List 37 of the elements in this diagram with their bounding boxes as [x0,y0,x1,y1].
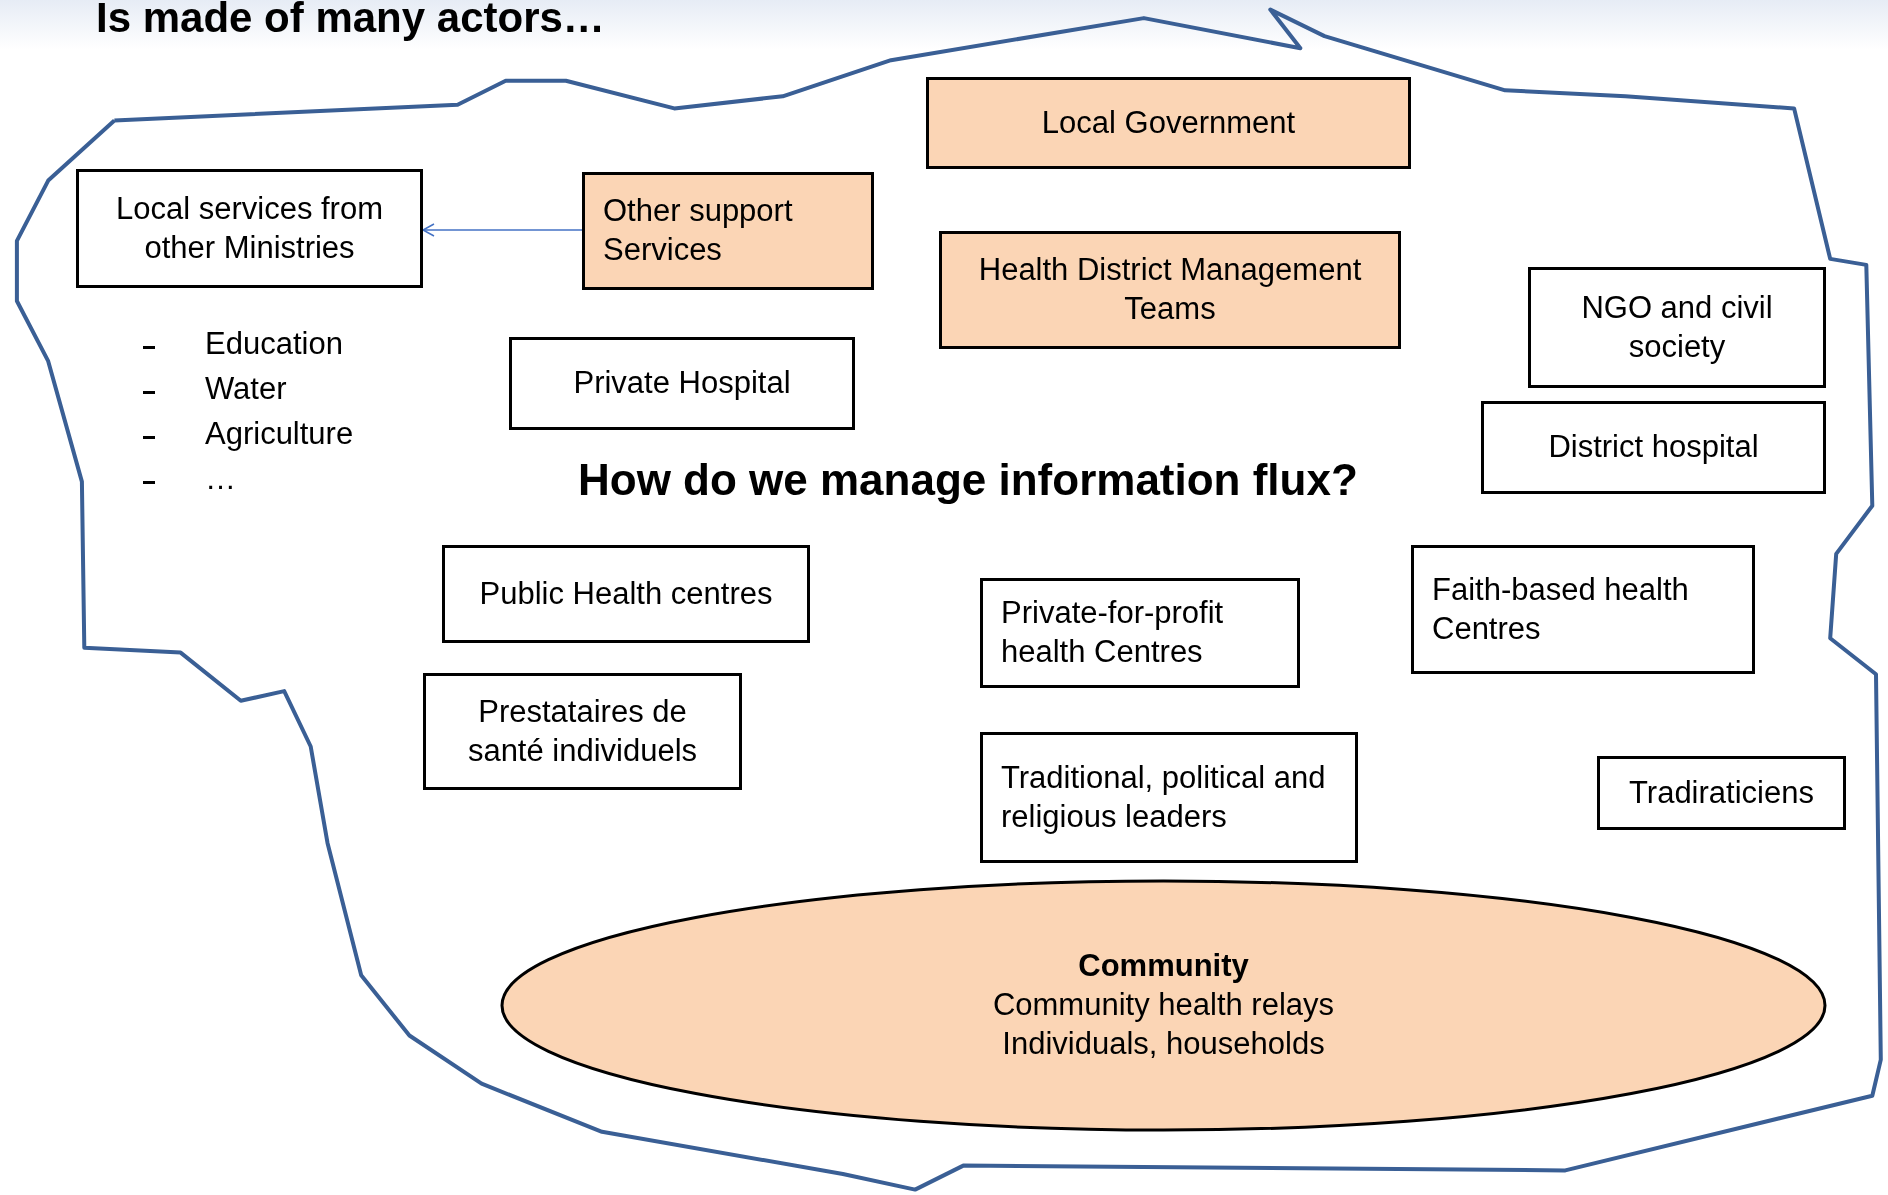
actor-box [423,673,742,790]
actor-box [939,231,1401,349]
actor-box [76,169,423,288]
list-item: Water [205,371,287,407]
actor-box [1411,545,1755,674]
node-text: Prestataires de santé individuels [466,692,699,770]
actor-box [582,172,874,290]
node-text: Private Hospital [572,364,792,403]
node-text: Public Health centres [478,574,774,613]
node-text: District hospital [1547,428,1760,467]
actor-box [980,732,1358,863]
arrow [422,223,583,237]
actor-box [509,337,855,430]
node-text: Individuals, households [1001,1024,1326,1063]
actor-box [1597,756,1846,830]
node-text: Other support Services [603,192,794,269]
list-item: … [205,461,236,497]
list-item: Agriculture [205,416,354,452]
node-text: Local services from other Ministries [115,189,384,267]
actor-box [926,77,1411,169]
node-heading: Community [1077,947,1250,986]
node-text: Traditional, political and religious leaders [1001,758,1327,836]
node-text: Faith-based health Centres [1432,570,1690,648]
node-text: Community health relays [991,986,1336,1025]
node-text: Private-for-profit health Centres [1001,594,1225,671]
actor-box [1528,267,1826,388]
node-text: NGO and civil society [1580,288,1774,366]
actor-box [980,578,1300,688]
list-item: Education [205,326,343,362]
ellipse-node [500,879,1827,1132]
node-text: Local Government [1040,103,1297,142]
actor-box [442,545,810,643]
node-text: Tradiraticiens [1628,773,1815,812]
question-heading: How do we manage information flux? [578,455,1358,505]
title: Is made of many actors… [96,0,605,42]
node-text: Health District Management Teams [977,251,1363,328]
actor-box [1481,401,1826,494]
